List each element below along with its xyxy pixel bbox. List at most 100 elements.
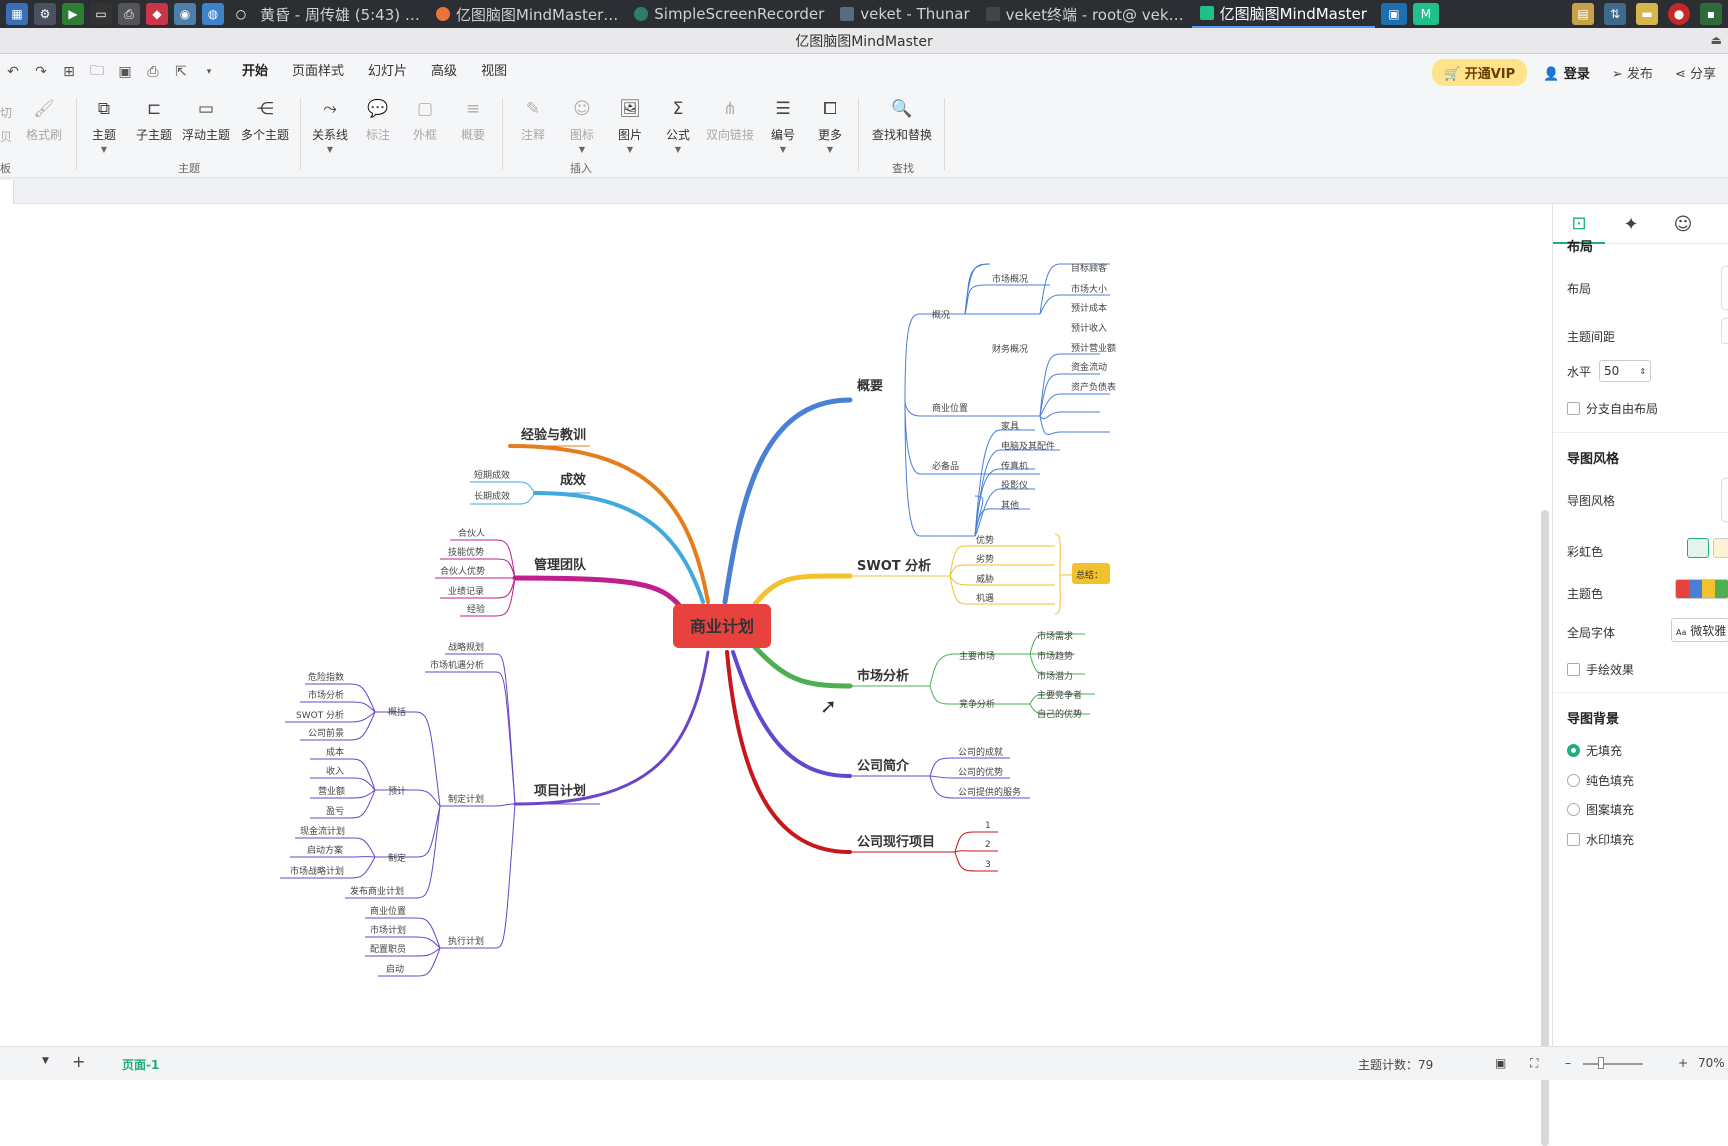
share-button[interactable]: ⋖ 分享 xyxy=(1669,59,1722,86)
bg-none-radio[interactable] xyxy=(1567,744,1580,757)
media-play-icon[interactable]: ▶ xyxy=(62,3,84,25)
cut-button[interactable]: 切 xyxy=(0,104,12,121)
topic-publish-plan[interactable]: 发布商业计划 xyxy=(350,885,404,897)
topic-strategy[interactable]: 战略规划 xyxy=(448,641,484,653)
callout-button[interactable]: 💬 标注 xyxy=(366,98,390,143)
print-icon[interactable]: ⎙ xyxy=(147,64,159,80)
topic-long-results[interactable]: 长期成效 xyxy=(474,490,510,502)
topic-market-overview[interactable]: 市场概况 xyxy=(992,273,1028,285)
theme-color-picker[interactable] xyxy=(1675,579,1728,599)
topic-results[interactable]: 成效 xyxy=(560,472,587,488)
circle-icon[interactable]: ○ xyxy=(235,7,247,21)
topic-estimate[interactable]: 预计 xyxy=(388,785,406,797)
clipboard-icon[interactable]: ▤ xyxy=(1572,3,1594,25)
record-icon[interactable]: ● xyxy=(1668,3,1690,25)
bg-solid-row[interactable]: 纯色填充 xyxy=(1567,772,1634,789)
topic-overview[interactable]: 概要 xyxy=(857,378,883,394)
mindmaster-preview-icon[interactable]: M xyxy=(1412,3,1439,25)
storage-icon[interactable]: ▬ xyxy=(1636,3,1658,25)
layout-select[interactable] xyxy=(1721,266,1728,310)
topic-track-record[interactable]: 业绩记录 xyxy=(448,585,484,597)
topic-est-cost[interactable]: 预计成本 xyxy=(1071,302,1107,314)
task-music-player[interactable]: 黄昏 - 周传雄 (5:43) … xyxy=(252,0,428,28)
quick-access-more-icon[interactable]: ▾ xyxy=(206,67,212,77)
tab-format[interactable]: ⊡ xyxy=(1553,204,1605,244)
spacing-select[interactable] xyxy=(1721,318,1728,344)
mindmap-canvas[interactable]: 商业计划 概要 概况 市场概况 目标顾客 市场大小 财务概况 预计成本 预计收入… xyxy=(0,204,1552,1146)
fit-page-icon[interactable]: ▣ xyxy=(1495,1056,1507,1070)
topic-competitors[interactable]: 主要竞争者 xyxy=(1037,689,1082,701)
topic-market[interactable]: 市场分析 xyxy=(857,668,909,684)
handdrawn-checkbox[interactable] xyxy=(1567,663,1580,676)
topic-finance-overview[interactable]: 财务概况 xyxy=(992,343,1028,355)
handdrawn-row[interactable]: 手绘效果 xyxy=(1567,661,1634,678)
topic-advantages[interactable]: 公司的优势 xyxy=(958,766,1003,778)
bidirectional-link-button[interactable]: ⋔ 双向链接 xyxy=(706,98,754,143)
zoom-out-icon[interactable]: – xyxy=(1565,1056,1571,1070)
tab-view[interactable]: 视图 xyxy=(481,64,508,79)
copy-button[interactable]: 贝 xyxy=(0,128,12,145)
topic-execute[interactable]: 执行计划 xyxy=(448,935,484,947)
topic-own-advantage[interactable]: 自己的优势 xyxy=(1037,708,1082,720)
topic-est-income[interactable]: 预计收入 xyxy=(1071,322,1107,334)
formula-button[interactable]: Σ 公式 ▼ xyxy=(666,98,690,154)
bg-watermark-checkbox[interactable] xyxy=(1567,833,1580,846)
topic-partner[interactable]: 合伙人 xyxy=(458,527,485,539)
topic-skills[interactable]: 技能优势 xyxy=(448,546,484,558)
tab-ai[interactable]: ✦ xyxy=(1605,204,1657,244)
network-icon[interactable]: ⇅ xyxy=(1604,3,1626,25)
bg-none-row[interactable]: 无填充 xyxy=(1567,742,1622,759)
document-tab[interactable] xyxy=(0,180,14,204)
page-menu-chevron-icon[interactable]: ▼ xyxy=(42,1056,49,1066)
topic-exec-staffing[interactable]: 配置职员 xyxy=(370,944,406,955)
tray-icon[interactable]: ▪ xyxy=(1700,3,1722,25)
vip-button[interactable]: 🛒 开通VIP xyxy=(1431,58,1528,86)
publish-button[interactable]: ➢ 发布 xyxy=(1606,59,1659,86)
topic-cashflow-plan[interactable]: 现金流计划 xyxy=(300,825,345,837)
page-tab[interactable]: 页面-1 xyxy=(122,1058,160,1072)
icon-button[interactable]: ☺ 图标 ▼ xyxy=(570,98,594,154)
tab-icons[interactable]: ☺ xyxy=(1657,204,1709,244)
task-thunar[interactable]: veket - Thunar xyxy=(832,0,977,28)
task-screen-recorder[interactable]: SimpleScreenRecorder xyxy=(626,0,832,28)
bg-watermark-row[interactable]: 水印填充 xyxy=(1567,831,1634,848)
terminal-icon[interactable]: ▭ xyxy=(90,3,112,25)
free-layout-checkbox[interactable] xyxy=(1567,402,1580,415)
topic-competition[interactable]: 竞争分析 xyxy=(959,698,995,710)
topic-project-1[interactable]: 1 xyxy=(985,821,991,831)
topic-team[interactable]: 管理团队 xyxy=(534,557,587,573)
topic-general[interactable]: 概况 xyxy=(932,309,950,321)
topic-plan[interactable]: 项目计划 xyxy=(534,783,586,799)
topic-profit-loss[interactable]: 盈亏 xyxy=(326,806,344,817)
subtopic-button[interactable]: ⊏ 子主题 xyxy=(136,98,172,143)
topic-risk-index[interactable]: 危险指数 xyxy=(308,671,344,683)
tab-page-style[interactable]: 页面样式 xyxy=(292,64,345,79)
pin-icon[interactable]: ⏏ xyxy=(1710,33,1722,47)
note-button[interactable]: ✎ 注释 xyxy=(521,98,545,143)
center-topic[interactable] xyxy=(673,604,771,648)
topic-fax[interactable]: 传真机 xyxy=(1001,460,1028,472)
topic-experience[interactable]: 经验与教训 xyxy=(521,427,586,443)
topic-essentials[interactable]: 必备品 xyxy=(932,460,959,472)
topic-target-customers[interactable]: 目标顾客 xyxy=(1071,262,1107,274)
floating-topic-button[interactable]: ▭ 浮动主题 xyxy=(182,98,230,143)
topic-market-size[interactable]: 市场大小 xyxy=(1071,283,1107,295)
topic-location[interactable]: 商业位置 xyxy=(932,402,968,414)
rainbow-option-1[interactable] xyxy=(1687,538,1709,558)
boundary-button[interactable]: ▢ 外框 xyxy=(413,98,437,143)
free-layout-row[interactable]: 分支自由布局 xyxy=(1567,400,1658,417)
task-terminal[interactable]: veket终端 - root@ vek… xyxy=(978,0,1192,28)
topic-swot[interactable]: SWOT 分析 xyxy=(857,558,931,574)
tab-start[interactable]: 开始 xyxy=(242,64,269,79)
relation-line-button[interactable]: ⤳ 关系线 ▼ xyxy=(312,98,348,154)
summary-button[interactable]: ≡ 概要 xyxy=(461,98,485,143)
topic-threat[interactable]: 威胁 xyxy=(976,573,994,585)
zoom-in-icon[interactable]: + xyxy=(1678,1056,1689,1070)
topic-exec-location[interactable]: 商业位置 xyxy=(370,905,406,917)
topic-furniture[interactable]: 家具 xyxy=(1001,420,1019,432)
topic-short-results[interactable]: 短期成效 xyxy=(474,469,510,481)
topic-formulate[interactable]: 制定 xyxy=(388,852,406,864)
topic-demand[interactable]: 市场需求 xyxy=(1037,630,1073,642)
topic-income[interactable]: 收入 xyxy=(326,765,344,777)
export-icon[interactable]: ⇱ xyxy=(175,64,187,80)
